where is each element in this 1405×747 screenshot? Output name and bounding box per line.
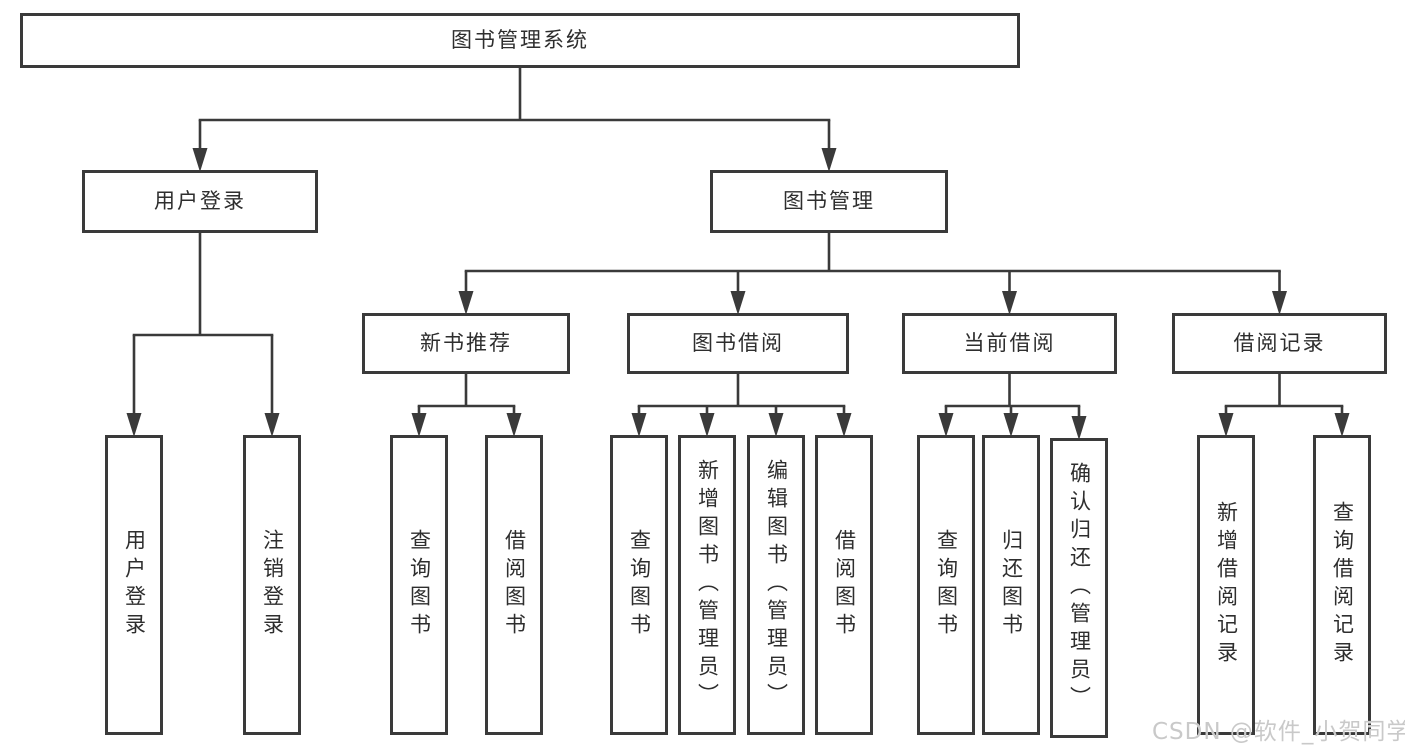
node-current: 当前借阅: [902, 313, 1117, 374]
node-bor-edit: 编辑图书（管理员）: [747, 435, 805, 735]
node-label: 注销登录: [260, 529, 285, 641]
node-label: 编辑图书（管理员）: [764, 459, 789, 711]
node-leaf-login: 用户登录: [105, 435, 163, 735]
node-bor-add: 新增图书（管理员）: [678, 435, 736, 735]
node-rec2-query: 查询借阅记录: [1313, 435, 1371, 735]
watermark: CSDN @软件_小贺同学: [1152, 719, 1405, 745]
node-root: 图书管理系统: [20, 13, 1020, 68]
node-label: 查询图书: [407, 529, 432, 641]
node-borrow: 图书借阅: [627, 313, 849, 374]
node-label: 新增借阅记录: [1214, 501, 1239, 669]
node-label: 归还图书: [999, 529, 1024, 641]
node-label: 查询图书: [627, 529, 652, 641]
node-leaf-logout: 注销登录: [243, 435, 301, 735]
node-bor-query: 查询图书: [610, 435, 668, 735]
node-record: 借阅记录: [1172, 313, 1387, 374]
node-label: 当前借阅: [963, 331, 1056, 355]
node-rec-query: 查询图书: [390, 435, 448, 735]
node-label: 确认归还（管理员）: [1067, 462, 1092, 714]
node-label: 图书管理系统: [451, 28, 589, 52]
node-rec: 新书推荐: [362, 313, 570, 374]
node-label: 借阅图书: [832, 529, 857, 641]
node-label: 查询借阅记录: [1330, 501, 1355, 669]
node-bor-borrow: 借阅图书: [815, 435, 873, 735]
node-label: 查询图书: [934, 529, 959, 641]
node-book-mgmt: 图书管理: [710, 170, 948, 233]
node-label: 用户登录: [154, 189, 246, 213]
node-label: 用户登录: [122, 529, 147, 641]
node-label: 新书推荐: [420, 331, 512, 355]
node-rec2-add: 新增借阅记录: [1197, 435, 1255, 735]
node-cur-query: 查询图书: [917, 435, 975, 735]
node-label: 借阅记录: [1233, 331, 1326, 355]
node-cur-return: 归还图书: [982, 435, 1040, 735]
node-label: 借阅图书: [502, 529, 527, 641]
node-label: 图书借阅: [692, 331, 784, 355]
node-login: 用户登录: [82, 170, 318, 233]
node-label: 新增图书（管理员）: [695, 459, 720, 711]
node-label: 图书管理: [783, 189, 875, 213]
node-rec-borrow: 借阅图书: [485, 435, 543, 735]
node-cur-confirm: 确认归还（管理员）: [1050, 438, 1108, 738]
